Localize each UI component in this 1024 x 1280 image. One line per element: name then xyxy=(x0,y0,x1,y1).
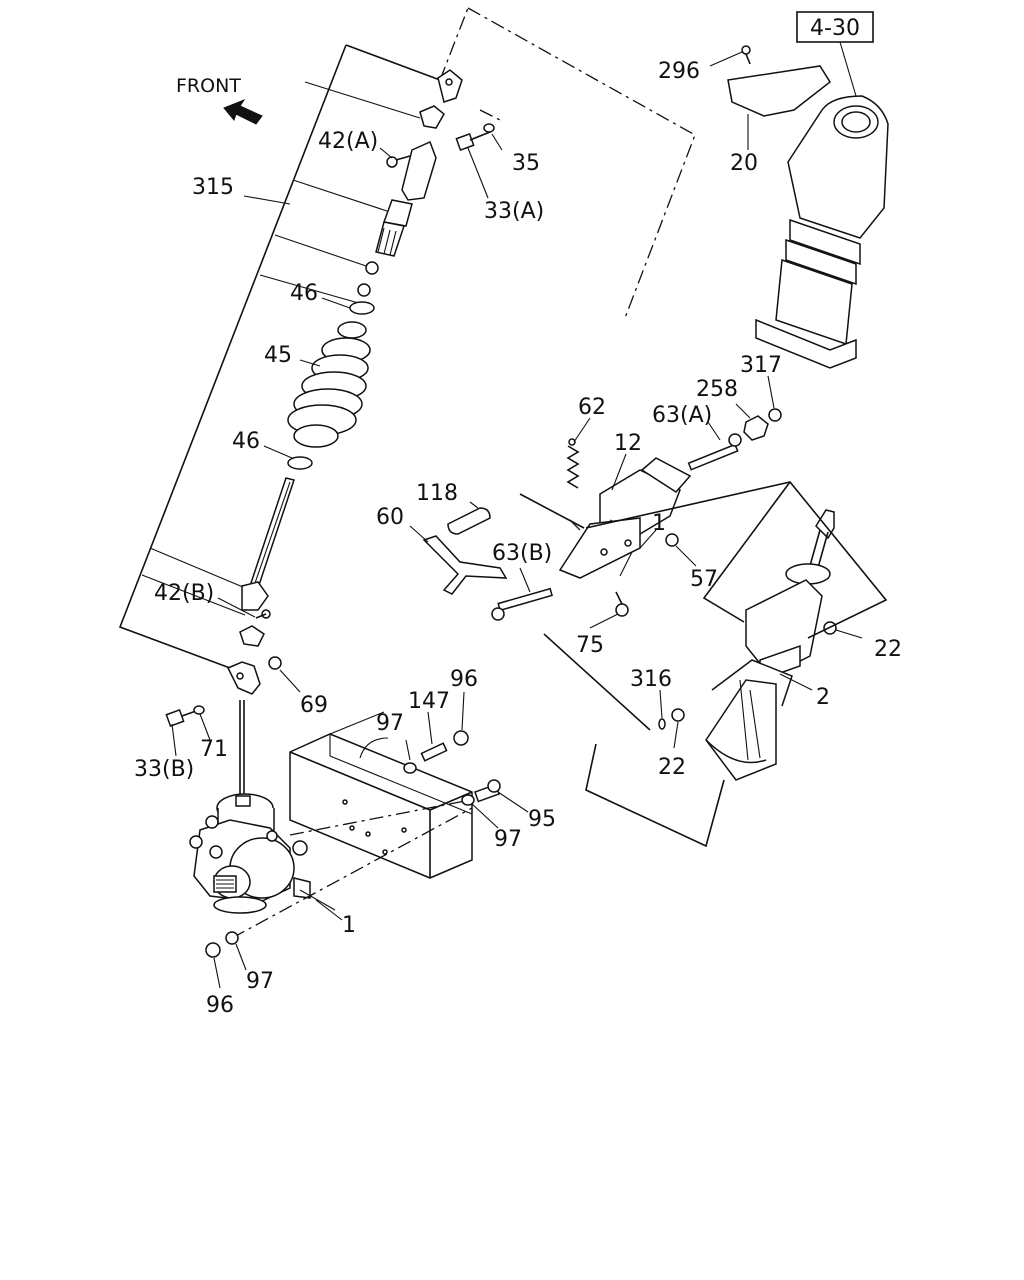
label-1-column: 1 xyxy=(652,511,666,536)
label-33b: 33(B) xyxy=(134,757,194,782)
label-22-right: 22 xyxy=(874,637,902,662)
label-96-lower: 96 xyxy=(206,993,234,1018)
label-20: 20 xyxy=(730,151,758,176)
label-35: 35 xyxy=(512,151,540,176)
label-62: 62 xyxy=(578,395,606,420)
bolt-33b[interactable] xyxy=(165,709,197,727)
upper-shaft-315[interactable] xyxy=(375,140,437,257)
spring-62[interactable] xyxy=(566,438,580,489)
reference-box-label: 4-30 xyxy=(810,16,860,41)
nut-258[interactable] xyxy=(743,415,769,441)
label-63b: 63(B) xyxy=(492,541,552,566)
boot-45[interactable] xyxy=(287,321,371,448)
label-315: 315 xyxy=(192,175,234,200)
label-258: 258 xyxy=(696,377,738,402)
pad-118[interactable] xyxy=(447,507,491,535)
callout-leaders xyxy=(171,41,863,989)
label-97-right: 97 xyxy=(494,827,522,852)
pin-316[interactable] xyxy=(658,718,666,730)
label-316: 316 xyxy=(630,667,672,692)
label-317: 317 xyxy=(740,353,782,378)
label-42a: 42(A) xyxy=(318,129,378,154)
label-97-upper: 97 xyxy=(376,711,404,736)
label-46-upper: 46 xyxy=(290,281,318,306)
washer-35[interactable] xyxy=(483,123,495,133)
bolt-75[interactable] xyxy=(615,591,629,617)
label-46-lower: 46 xyxy=(232,429,260,454)
nut-22-lower[interactable] xyxy=(671,708,685,722)
reference-box[interactable]: 4-30 xyxy=(796,11,874,43)
washer-71[interactable] xyxy=(193,705,205,715)
bolt-296[interactable] xyxy=(741,45,751,65)
front-label: FRONT xyxy=(176,75,241,97)
upper-universal-joint[interactable] xyxy=(419,69,463,129)
nut-57[interactable] xyxy=(665,533,679,547)
nut-96-lower[interactable] xyxy=(205,942,221,958)
lower-shaft[interactable] xyxy=(241,477,295,611)
front-arrow-icon xyxy=(223,98,263,125)
label-96-upper: 96 xyxy=(450,667,478,692)
clamp-46-upper[interactable] xyxy=(349,301,375,315)
label-63a: 63(A) xyxy=(652,403,712,428)
washer-97-lower[interactable] xyxy=(225,931,239,945)
steering-gearbox-1[interactable] xyxy=(189,793,311,914)
nut-upper[interactable] xyxy=(357,261,379,297)
label-95: 95 xyxy=(528,807,556,832)
label-71: 71 xyxy=(200,737,228,762)
bolt-63a[interactable] xyxy=(687,433,742,471)
frame-rail xyxy=(289,733,473,879)
cover-20[interactable] xyxy=(727,65,831,117)
label-42b: 42(B) xyxy=(154,581,214,606)
bolt-147[interactable] xyxy=(420,742,448,762)
label-296: 296 xyxy=(658,59,700,84)
bolt-42a[interactable] xyxy=(386,155,411,168)
washer-97-upper[interactable] xyxy=(403,762,417,774)
column-group-bracket xyxy=(519,481,888,848)
tilt-bracket-plate[interactable] xyxy=(558,517,641,579)
label-1-gearbox: 1 xyxy=(342,913,356,938)
bolt-33a[interactable] xyxy=(455,131,491,151)
label-147: 147 xyxy=(408,689,450,714)
washer-97-right[interactable] xyxy=(461,794,475,806)
bolt-63b[interactable] xyxy=(491,587,553,621)
lever-60[interactable] xyxy=(422,535,508,595)
label-69: 69 xyxy=(300,693,328,718)
bolt-42b[interactable] xyxy=(255,609,271,619)
nut-96-upper[interactable] xyxy=(453,730,469,746)
nut-317[interactable] xyxy=(768,408,782,422)
clamp-46-lower[interactable] xyxy=(287,456,313,470)
lower-universal-joint[interactable] xyxy=(226,625,265,695)
bolt-95[interactable] xyxy=(473,779,501,803)
nut-69[interactable] xyxy=(268,656,282,670)
column-cover-upper[interactable] xyxy=(755,95,889,369)
callout-labels: 296 20 35 33(A) 42(A) 315 46 45 46 42(B)… xyxy=(134,59,902,1018)
shaft-group-bracket xyxy=(118,44,441,669)
steering-column-2[interactable] xyxy=(705,509,835,781)
label-33a: 33(A) xyxy=(484,199,544,224)
label-22-lower: 22 xyxy=(658,755,686,780)
label-12: 12 xyxy=(614,431,642,456)
label-60: 60 xyxy=(376,505,404,530)
label-75: 75 xyxy=(576,633,604,658)
label-45: 45 xyxy=(264,343,292,368)
label-2: 2 xyxy=(816,685,830,710)
label-118: 118 xyxy=(416,481,458,506)
leader-dash-upper xyxy=(467,7,696,319)
label-97-lower: 97 xyxy=(246,969,274,994)
label-57: 57 xyxy=(690,567,718,592)
